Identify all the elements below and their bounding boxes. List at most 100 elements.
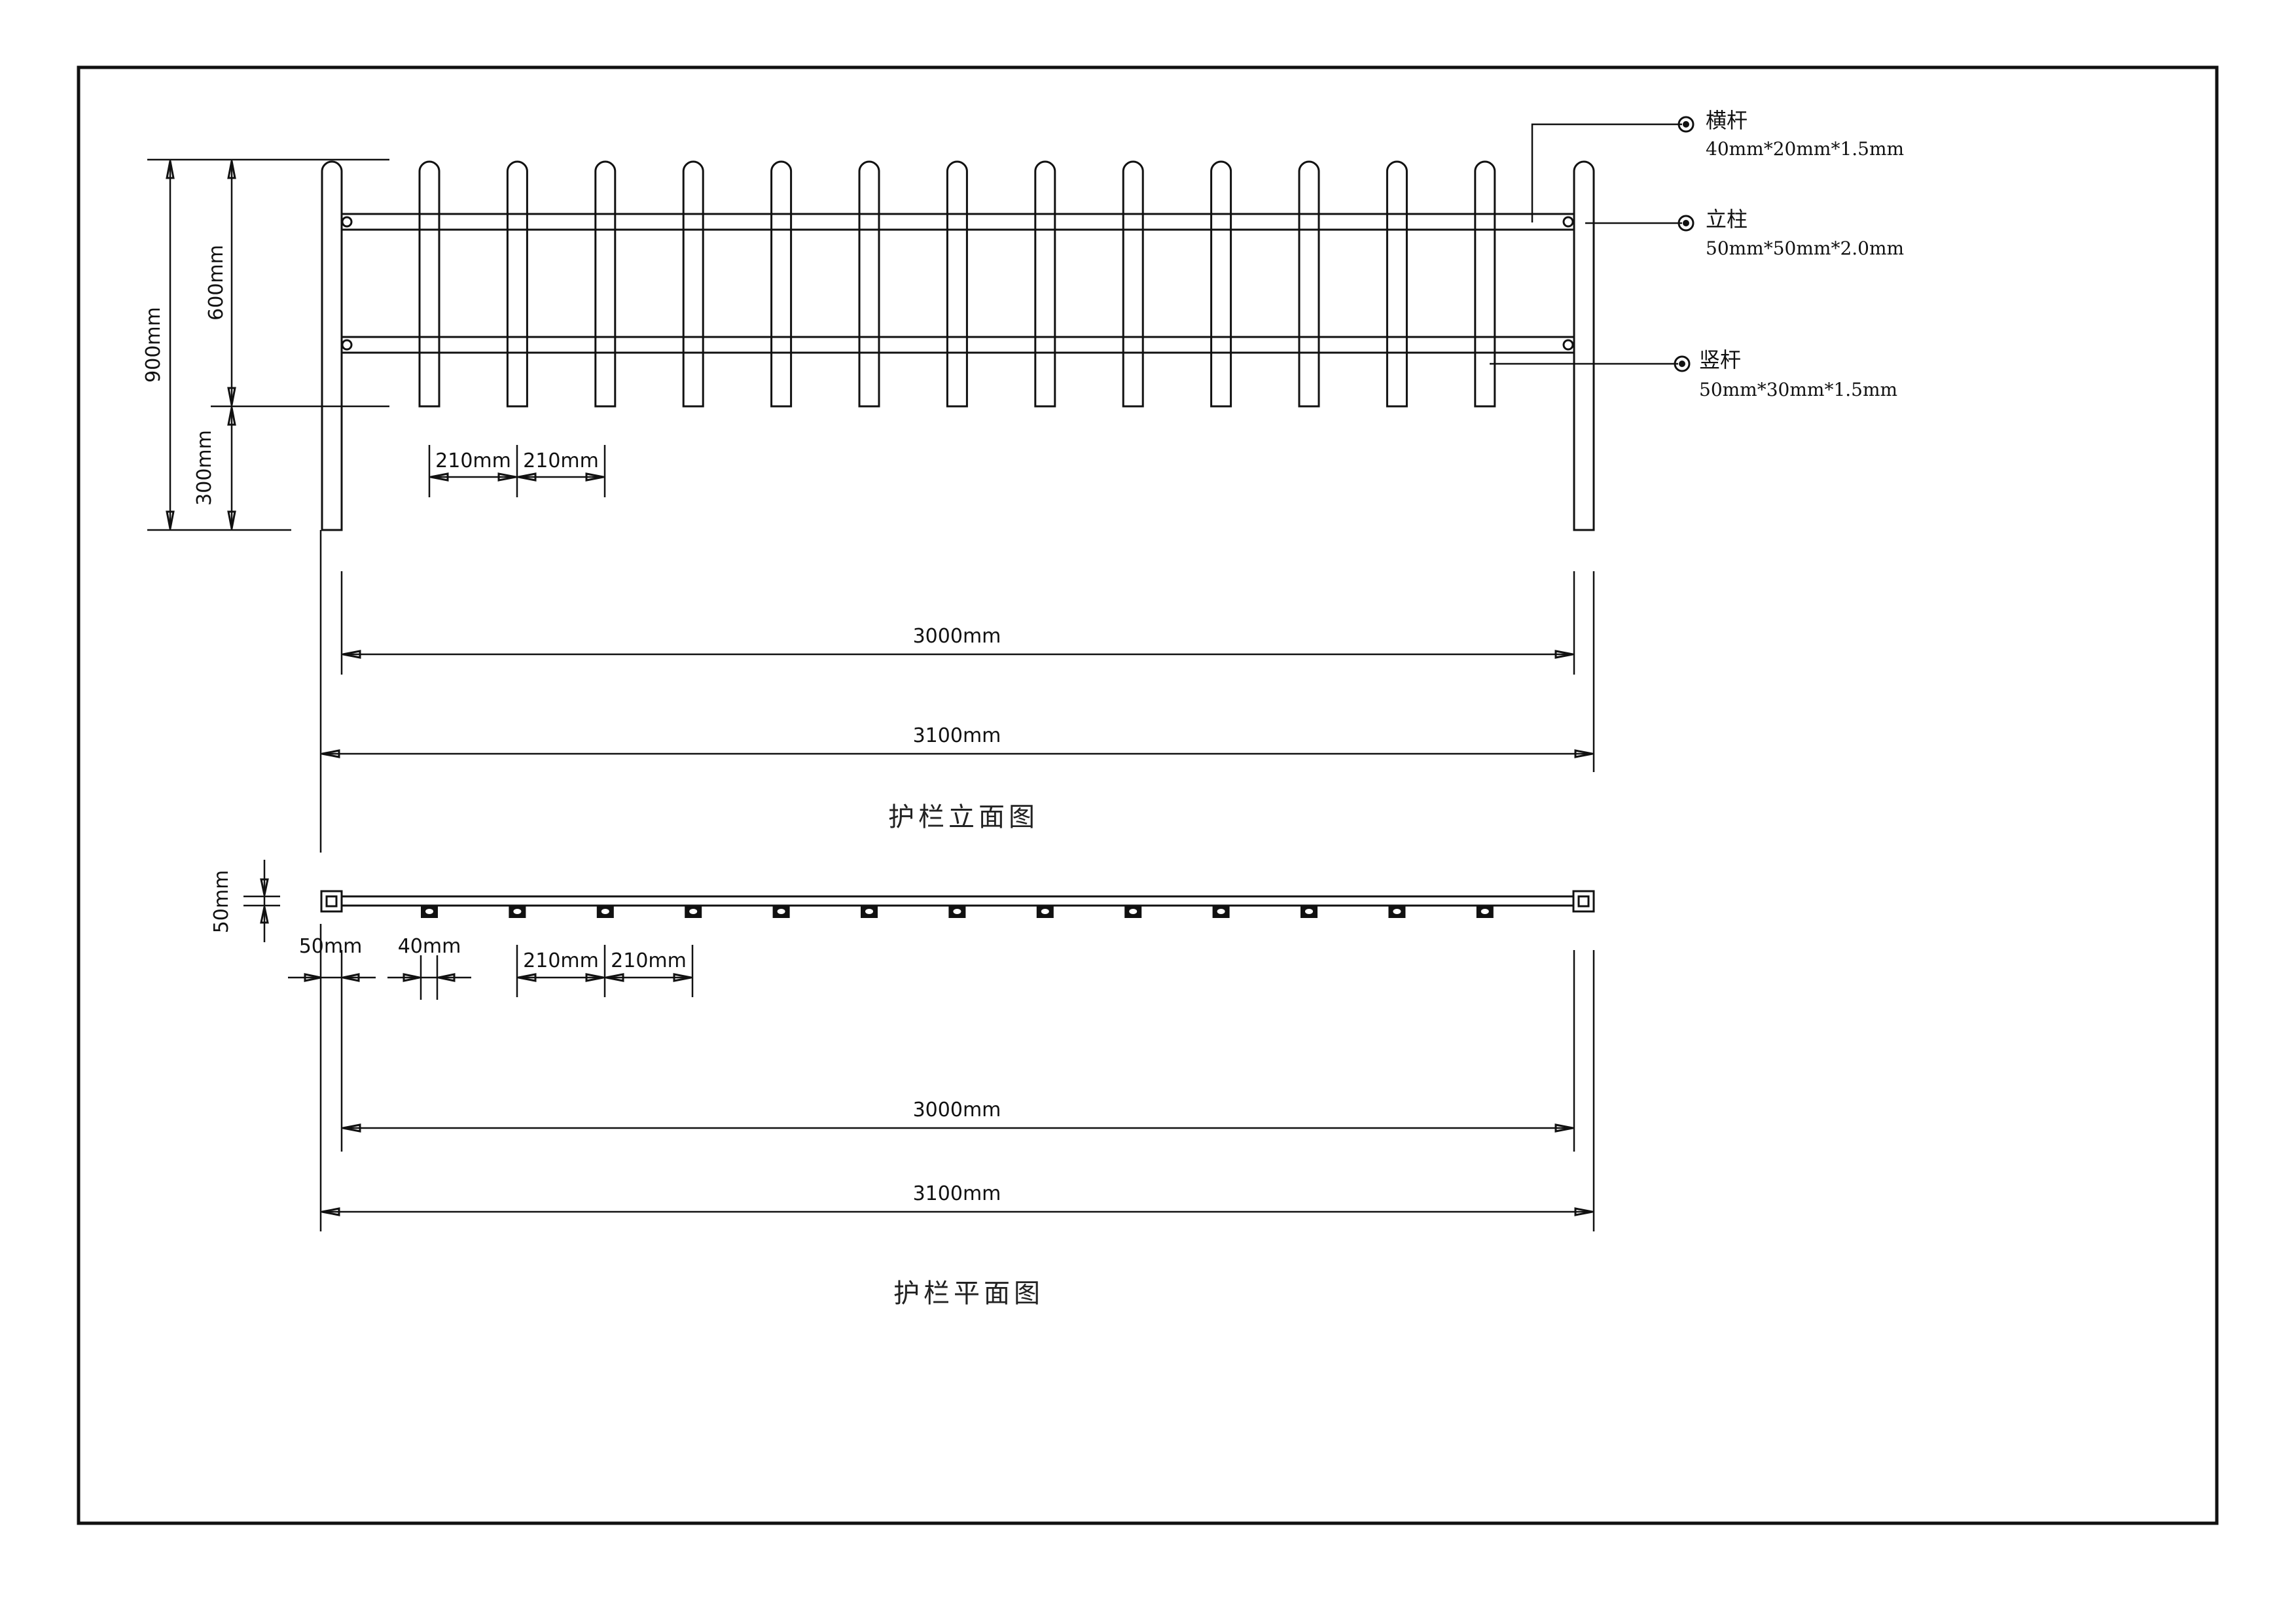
rail-bolt <box>1562 216 1574 228</box>
picket <box>1298 160 1320 408</box>
plan-picket-hollow <box>601 909 609 914</box>
elevation-view: 900mm 600mm 300mm 210mm 210mm 3000mm 310 <box>142 158 1595 853</box>
dim-text-inner-span: 3000mm <box>913 625 1001 648</box>
dim-text-overall-span: 3100mm <box>913 724 1001 747</box>
callout-marker-dot <box>1683 121 1689 128</box>
rail-bolt <box>341 339 353 351</box>
plan-picket-hollow <box>425 909 433 914</box>
drawing-frame <box>77 65 2219 1525</box>
callout-name-picket: 竖杆 <box>1699 347 1741 372</box>
arrow <box>342 1123 361 1133</box>
callout-marker-dot <box>1679 361 1685 367</box>
arrow <box>342 650 361 659</box>
arrow <box>1574 749 1593 758</box>
dim-text-picket-height: 600mm <box>205 245 228 321</box>
plan-picket-hollow <box>953 909 961 914</box>
dim-text-overall-span: 3100mm <box>913 1182 1001 1205</box>
right-post <box>1573 160 1595 531</box>
arrow <box>585 472 604 482</box>
arrow <box>166 160 175 179</box>
dim-text-spacing: 210mm <box>523 949 599 972</box>
dim-text-spacing: 210mm <box>435 450 511 472</box>
callout-spec-picket: 50mm*30mm*1.5mm <box>1699 379 1897 400</box>
plan-left-post-inner <box>325 895 338 908</box>
arrow <box>1574 1207 1593 1216</box>
plan-picket-hollow <box>777 909 785 914</box>
picket <box>682 160 704 408</box>
picket <box>594 160 617 408</box>
left-post <box>321 160 343 531</box>
plan-picket-hollow <box>1480 909 1489 914</box>
arrow <box>1554 650 1573 659</box>
elevation-title: 护栏立面图 <box>888 802 1039 832</box>
arrow <box>227 160 236 179</box>
plan-pickets <box>421 905 1494 918</box>
arrow <box>321 1207 340 1216</box>
arrow <box>321 749 340 758</box>
dim-text-inner-span: 3000mm <box>913 1099 1001 1121</box>
rail-bolt <box>1562 339 1574 351</box>
dim-text-base-height: 300mm <box>193 430 216 506</box>
arrow <box>227 407 236 426</box>
callout-marker <box>1677 215 1695 232</box>
callout-marker <box>1674 355 1691 372</box>
picket <box>1034 160 1056 408</box>
plan-view: 50mm 50mm 40mm 210mm 210mm 3000mm <box>210 860 1595 1309</box>
arrow <box>260 878 269 896</box>
callout-spec-crossbar: 40mm*20mm*1.5mm <box>1706 138 1904 160</box>
arrow <box>227 510 236 529</box>
plan-picket-hollow <box>865 909 873 914</box>
callout-name-crossbar: 横杆 <box>1706 108 1748 133</box>
picket <box>418 160 440 408</box>
dim-text-rail-width: 50mm <box>210 870 233 934</box>
plan-right-post <box>1572 890 1595 913</box>
picket <box>770 160 793 408</box>
plan-left-post <box>320 890 343 913</box>
plan-right-post-inner <box>1577 895 1590 908</box>
arrow <box>342 973 360 982</box>
callout-marker <box>1677 116 1695 133</box>
plan-picket-hollow <box>1393 909 1401 914</box>
arrow <box>166 510 175 529</box>
plan-picket-hollow <box>689 909 698 914</box>
rail-bolt <box>341 216 353 228</box>
callouts: 横杆 40mm*20mm*1.5mm 立柱 50mm*50mm*2.0mm 竖杆… <box>1490 108 1904 400</box>
plan-rail <box>340 895 1575 907</box>
plan-title: 护栏平面图 <box>893 1279 1044 1309</box>
plan-picket-hollow <box>1217 909 1225 914</box>
arrow <box>605 973 624 982</box>
elevation-pickets <box>418 160 1496 408</box>
dim-text-spacing: 210mm <box>611 949 687 972</box>
callout-spec-post: 50mm*50mm*2.0mm <box>1706 238 1904 259</box>
arrow <box>585 973 604 982</box>
picket <box>1210 160 1232 408</box>
picket <box>1122 160 1144 408</box>
arrow <box>403 973 420 982</box>
picket <box>1386 160 1408 408</box>
picket <box>506 160 528 408</box>
arrow <box>260 906 269 924</box>
callout-name-post: 立柱 <box>1706 207 1748 232</box>
arrow <box>438 973 456 982</box>
dim-text-spacing: 210mm <box>523 450 599 472</box>
arrow <box>304 973 321 982</box>
dim-text-total-height: 900mm <box>142 307 165 383</box>
plan-picket-hollow <box>1041 909 1049 914</box>
picket <box>1474 160 1496 408</box>
callout-marker-dot <box>1683 220 1689 226</box>
arrow <box>518 973 537 982</box>
arrow <box>518 472 537 482</box>
picket <box>946 160 968 408</box>
plan-picket-hollow <box>1305 909 1313 914</box>
picket <box>858 160 880 408</box>
leader-line-crossbar <box>1531 123 1682 222</box>
arrow <box>1554 1123 1573 1133</box>
dim-text-picket-depth: 40mm <box>398 935 461 958</box>
plan-picket-hollow <box>513 909 522 914</box>
plan-picket-hollow <box>1129 909 1138 914</box>
arrow <box>497 472 516 482</box>
arrow <box>430 472 449 482</box>
dim-text-post-size: 50mm <box>299 935 363 958</box>
arrow <box>673 973 692 982</box>
